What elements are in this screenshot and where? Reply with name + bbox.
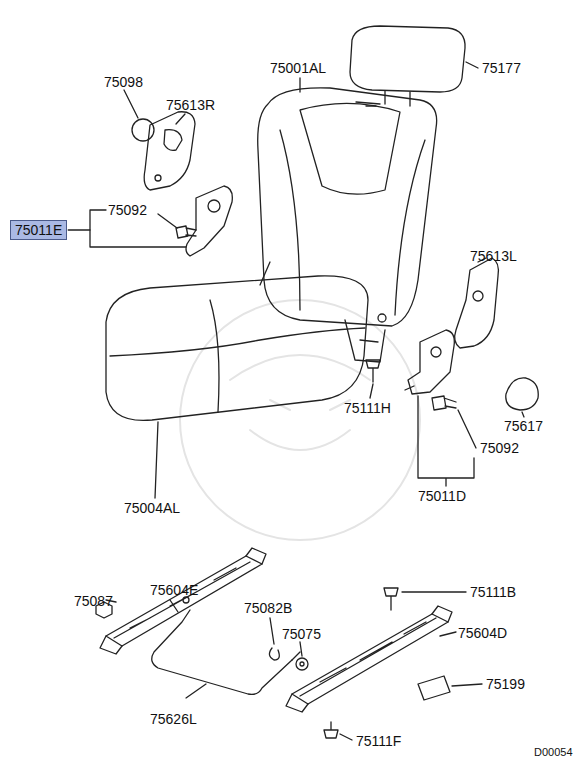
callout-number: 75082B <box>244 600 292 616</box>
callout-number: 75177 <box>482 60 521 76</box>
callout-number: D00054 <box>534 744 573 760</box>
callout-number: 75111F <box>356 733 401 749</box>
bracket-line <box>68 229 90 230</box>
callout-number: 75626L <box>150 711 197 727</box>
callout-number: 75098 <box>104 74 143 90</box>
callout-number: 75092 <box>108 202 147 218</box>
callout-number: 75604E <box>150 582 198 598</box>
callout-number: 75075 <box>282 626 321 642</box>
callout-number: 75001AL <box>270 60 326 76</box>
callout-number: 75613L <box>470 248 517 264</box>
part-number: 75011E <box>15 222 62 238</box>
callout-number: 75092 <box>480 440 519 456</box>
callout-number: 75087 <box>74 593 113 609</box>
callout-number: 75604D <box>458 625 507 641</box>
callout-number: 75199 <box>486 676 525 692</box>
callout-number: 75111B <box>470 584 516 600</box>
callout-number: 75613R <box>166 97 215 113</box>
callout-number: 75004AL <box>124 500 180 516</box>
callout-number: 75011D <box>418 488 466 504</box>
highlight-box: 75011E <box>10 220 67 240</box>
callout-number: 75111H <box>344 400 391 416</box>
callout-number: 75617 <box>504 418 543 434</box>
